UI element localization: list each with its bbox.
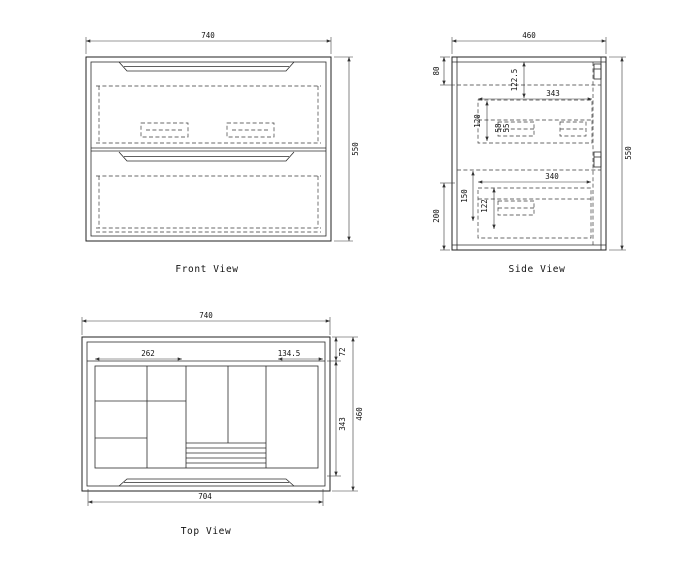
front-view-dimensions: 740 550	[85, 31, 360, 242]
top-view-dimensions: 740 262 134.5 72 343 460 704	[81, 311, 364, 506]
front-view-label: Front View	[175, 264, 238, 275]
side-view-dimensions: 460 550 80 200 122.5 343 120 58 55 340 1…	[432, 31, 633, 251]
top-width-dim: 740	[199, 311, 213, 320]
front-view: 740 550 Front View	[85, 31, 360, 275]
side-top-inset-dim: 80	[432, 66, 441, 76]
side-handle-b-dim: 55	[502, 123, 511, 132]
top-inner-width-dim: 704	[198, 492, 212, 501]
side-upper-drop-dim: 122.5	[510, 69, 519, 92]
side-height-dim: 550	[624, 146, 633, 160]
side-upper-depth-dim: 343	[546, 89, 560, 98]
side-lower-height-dim: 150	[460, 189, 469, 203]
front-height-dim: 550	[351, 142, 360, 156]
side-view-geometry	[451, 56, 607, 251]
side-handle-a-dim: 58	[494, 123, 503, 133]
front-view-geometry	[85, 56, 332, 242]
side-view: 460 550 80 200 122.5 343 120 58 55 340 1…	[432, 31, 633, 275]
top-view: 740 262 134.5 72 343 460 704 Top View	[81, 311, 364, 537]
side-lower-depth-dim: 340	[545, 172, 559, 181]
top-depth-dim: 460	[355, 407, 364, 421]
side-bottom-inset-dim: 200	[432, 209, 441, 223]
top-inner-depth-dim: 343	[338, 417, 347, 431]
side-view-label: Side View	[509, 264, 566, 275]
side-width-dim: 460	[522, 31, 536, 40]
top-right-span-dim: 134.5	[278, 349, 301, 358]
side-lower-drop-dim: 122	[480, 199, 489, 213]
side-drawer-height-dim: 120	[473, 114, 482, 128]
top-front-inset-dim: 72	[338, 347, 347, 356]
top-view-geometry	[81, 336, 331, 492]
front-width-dim: 740	[201, 31, 215, 40]
top-left-span-dim: 262	[141, 349, 155, 358]
top-view-label: Top View	[181, 526, 232, 537]
